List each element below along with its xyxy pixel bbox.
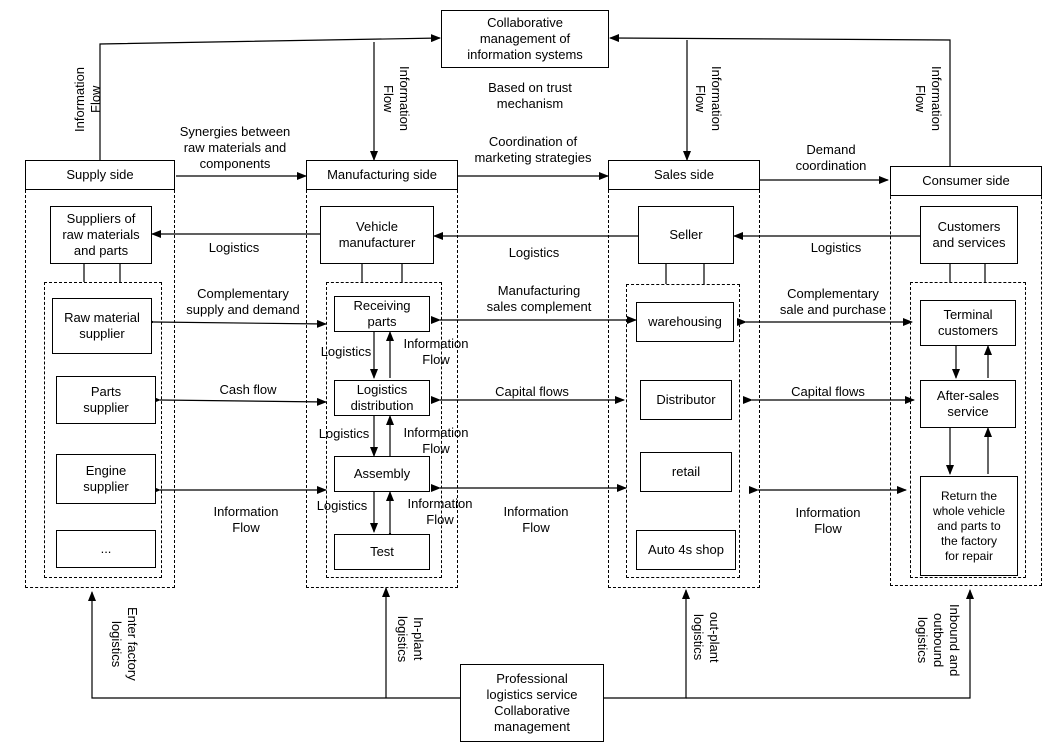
logistics-label-m1: Logistics: [320, 344, 372, 359]
out-plant-logistics-label: out-plant logistics: [691, 611, 722, 663]
supply-side-header: Supply side: [25, 160, 175, 190]
collaborative-management-box: Collaborative management of information …: [441, 10, 609, 68]
info-flow-sales-label: Information Flow: [693, 66, 724, 132]
info-flow-label-m2: Information Flow: [403, 425, 469, 456]
logistics-label-m2: Logistics: [318, 426, 370, 441]
logistics-label-sales: Logistics: [508, 245, 560, 260]
enter-factory-logistics-label: Enter factory logistics: [109, 607, 140, 681]
info-flow-manufacturing-label: Information Flow: [381, 66, 412, 132]
manufacturing-side-header: Manufacturing side: [306, 160, 458, 190]
info-flow-supply-label: Information Flow: [72, 66, 103, 132]
capital-flows-label-2: Capital flows: [791, 384, 865, 399]
auto-4s-shop-box: Auto 4s shop: [636, 530, 736, 570]
synergies-label: Synergies between raw materials and comp…: [179, 124, 291, 171]
engine-supplier-box: Engine supplier: [56, 454, 156, 504]
test-box: Test: [334, 534, 430, 570]
more-suppliers-box: ...: [56, 530, 156, 568]
sales-inner-container: [626, 284, 740, 578]
info-flow-label-m1: Information Flow: [403, 336, 469, 367]
demand-coordination-label: Demand coordination: [795, 142, 867, 173]
inbound-outbound-logistics-label: Inbound and outbound logistics: [915, 603, 962, 677]
parts-supplier-box: Parts supplier: [56, 376, 156, 424]
logistics-label-consumer: Logistics: [810, 240, 862, 255]
consumer-side-header: Consumer side: [890, 166, 1042, 196]
manufacturing-inner-container: [326, 282, 442, 578]
logistics-label-m3: Logistics: [316, 498, 368, 513]
logistics-label-supply: Logistics: [208, 240, 260, 255]
retail-box: retail: [640, 452, 732, 492]
info-flow-label-m3: Information Flow: [407, 496, 473, 527]
information-flow-label-1: Information Flow: [213, 504, 279, 535]
professional-logistics-box: Professional logistics service Collabora…: [460, 664, 604, 742]
receiving-parts-box: Receiving parts: [334, 296, 430, 332]
assembly-box: Assembly: [334, 456, 430, 492]
customers-services-box: Customers and services: [920, 206, 1018, 264]
complementary-supply-label: Complementary supply and demand: [186, 286, 300, 317]
capital-flows-label-1: Capital flows: [495, 384, 569, 399]
after-sales-service-box: After-sales service: [920, 380, 1016, 428]
info-flow-consumer-label: Information Flow: [913, 66, 944, 132]
vehicle-manufacturer-box: Vehicle manufacturer: [320, 206, 434, 264]
trust-mechanism-label: Based on trust mechanism: [488, 80, 572, 111]
consumer-inner-container: [910, 282, 1026, 578]
logistics-distribution-box: Logistics distribution: [334, 380, 430, 416]
information-flow-label-2: Information Flow: [503, 504, 569, 535]
in-plant-logistics-label: In-plant logistics: [395, 615, 426, 663]
supply-inner-container: [44, 282, 162, 578]
raw-material-supplier-box: Raw material supplier: [52, 298, 152, 354]
distributor-box: Distributor: [640, 380, 732, 420]
sales-side-header: Sales side: [608, 160, 760, 190]
warehousing-box: warehousing: [636, 302, 734, 342]
cash-flow-label: Cash flow: [219, 382, 277, 397]
terminal-customers-box: Terminal customers: [920, 300, 1016, 346]
information-flow-label-3: Information Flow: [795, 505, 861, 536]
coordination-marketing-label: Coordination of marketing strategies: [474, 134, 592, 165]
return-vehicle-repair-box: Return the whole vehicle and parts to th…: [920, 476, 1018, 576]
complementary-sale-label: Complementary sale and purchase: [779, 286, 887, 317]
seller-box: Seller: [638, 206, 734, 264]
manufacturing-sales-label: Manufacturing sales complement: [486, 283, 592, 314]
suppliers-raw-materials-box: Suppliers of raw materials and parts: [50, 206, 152, 264]
